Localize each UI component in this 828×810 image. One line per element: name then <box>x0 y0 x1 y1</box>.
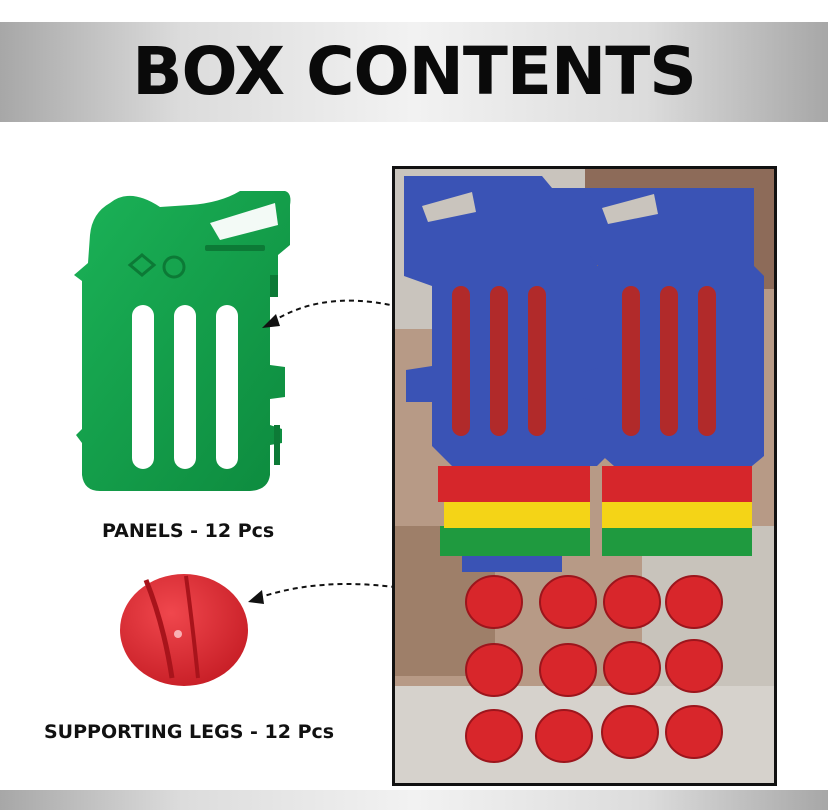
footer-band <box>0 790 828 810</box>
product-photo <box>392 166 777 786</box>
header-band <box>0 22 828 122</box>
panels-caption: PANELS - 12 Pcs <box>102 520 275 542</box>
green-panel-image <box>74 191 291 491</box>
red-leg-image <box>120 574 248 686</box>
legs-caption: SUPPORTING LEGS - 12 Pcs <box>44 721 335 743</box>
page-title: BOX CONTENTS <box>132 33 697 110</box>
